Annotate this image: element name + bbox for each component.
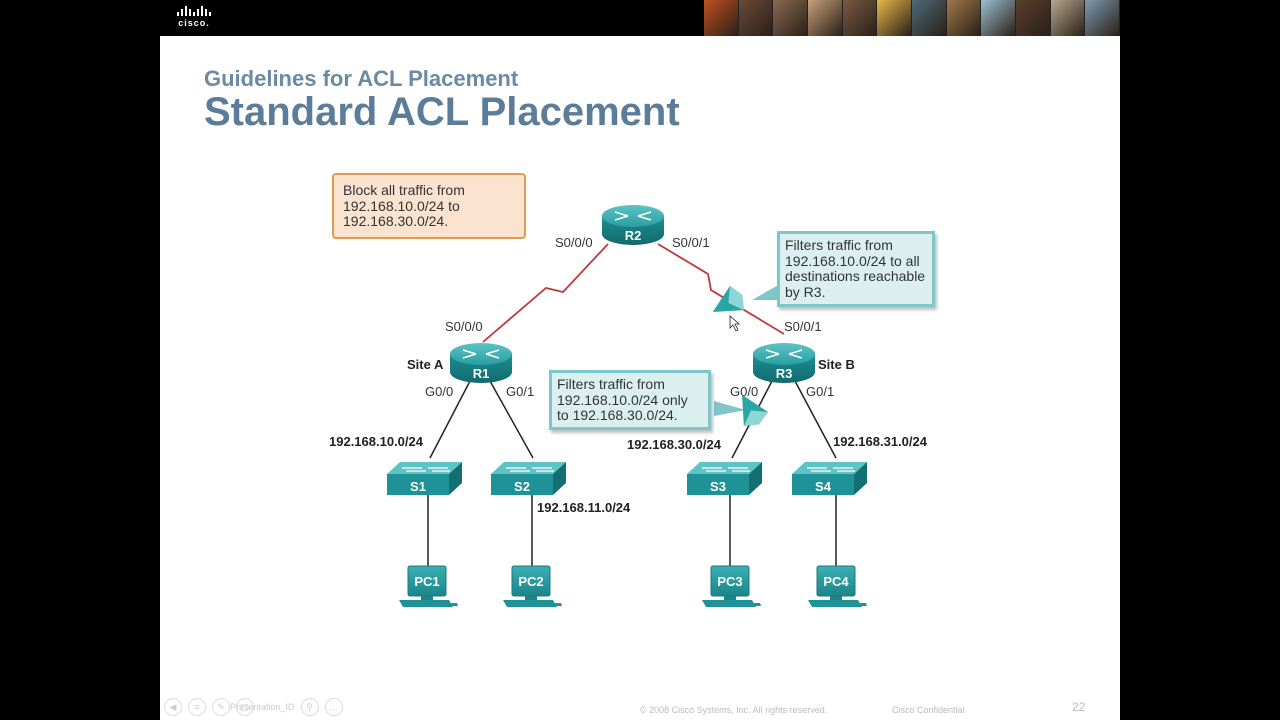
note-r1-pointer <box>714 401 746 416</box>
cisco-bars-icon <box>172 6 216 16</box>
switch-s2-label: S2 <box>514 479 530 494</box>
header-photo <box>704 0 739 36</box>
switch-s4: S4 <box>791 461 868 496</box>
cisco-wordmark: cisco. <box>178 18 210 28</box>
mouse-cursor-icon <box>729 315 741 332</box>
photo-strip <box>704 0 1121 36</box>
link-r1-s2 <box>489 380 534 459</box>
footer-copyright: © 2008 Cisco Systems, Inc. All rights re… <box>640 705 828 715</box>
r3-g00-label: G0/0 <box>730 384 758 399</box>
note-block-traffic: Block all traffic from 192.168.10.0/24 t… <box>332 173 526 239</box>
r2-s001-label: S0/0/1 <box>672 235 710 250</box>
slide-title: Standard ACL Placement <box>204 90 680 134</box>
pc1-label: PC1 <box>414 574 439 589</box>
header-photo <box>842 0 878 36</box>
pen-icon[interactable]: ✎ <box>212 698 230 716</box>
network-s4-label: 192.168.31.0/24 <box>833 434 928 449</box>
site-b-label: Site B <box>818 357 855 372</box>
switch-s4-label: S4 <box>815 479 832 494</box>
slides-icon[interactable]: ▢ <box>236 698 254 716</box>
switch-s3-label: S3 <box>710 479 726 494</box>
r2-s000-label: S0/0/0 <box>555 235 593 250</box>
network-s2-label: 192.168.11.0/24 <box>537 500 631 515</box>
pc3-label: PC3 <box>717 574 742 589</box>
more-icon[interactable]: … <box>324 698 343 716</box>
header-photo <box>981 0 1017 36</box>
header-photo <box>808 0 843 36</box>
link-r3-s4 <box>794 380 837 459</box>
cisco-logo: cisco. <box>172 6 216 30</box>
note-r3-pointer <box>752 284 780 300</box>
router-r3-label: R3 <box>776 366 793 381</box>
top-bar: cisco. <box>0 0 1280 36</box>
header-photo <box>1050 0 1086 36</box>
r1-g01-label: G0/1 <box>506 384 534 399</box>
r1-g00-label: G0/0 <box>425 384 453 399</box>
acl-filter-r3-icon <box>705 282 750 325</box>
header-photo <box>912 0 947 36</box>
switch-s2: S2 <box>490 461 567 496</box>
site-a-label: Site A <box>407 357 444 372</box>
r3-s001-label: S0/0/1 <box>784 319 822 334</box>
note-r3-filter: Filters traffic from 192.168.10.0/24 to … <box>777 231 935 307</box>
network-diagram: R2 R1 R3 S1 S2 S3 S4 PC1 <box>329 204 928 608</box>
prev-slide-icon[interactable]: ◀ <box>164 698 182 716</box>
serial-link-r2-r1 <box>482 243 609 343</box>
player-controls: ◀ ≡ ✎ ▢ Presentation_ID ⚲ … <box>164 698 343 716</box>
header-photo <box>738 0 774 36</box>
page-number: 22 <box>1072 700 1086 714</box>
presentation-id-label: Presentation_ID <box>230 702 295 712</box>
header-photo <box>1085 0 1121 36</box>
pc-pc2: PC2 <box>502 565 563 608</box>
header-photo <box>1016 0 1051 36</box>
menu-icon[interactable]: ≡ <box>188 698 206 716</box>
pc4-label: PC4 <box>823 574 849 589</box>
footer-confidential: Cisco Confidential <box>892 705 965 715</box>
r3-g01-label: G0/1 <box>806 384 834 399</box>
pc-pc4: PC4 <box>807 565 868 608</box>
router-r1-label: R1 <box>473 366 490 381</box>
slide-subtitle: Guidelines for ACL Placement <box>204 66 519 91</box>
router-r2: R2 <box>601 204 665 246</box>
header-photo <box>773 0 809 36</box>
pc2-label: PC2 <box>518 574 543 589</box>
switch-s1: S1 <box>386 461 463 496</box>
switch-s1-label: S1 <box>410 479 426 494</box>
router-r3: R3 <box>752 342 816 384</box>
note-r1-filter: Filters traffic from 192.168.10.0/24 onl… <box>549 370 711 430</box>
router-r1: R1 <box>449 342 513 384</box>
r1-s000-label: S0/0/0 <box>445 319 483 334</box>
slide: Guidelines for ACL Placement Standard AC… <box>160 36 1120 720</box>
network-s1-label: 192.168.10.0/24 <box>329 434 424 449</box>
zoom-icon[interactable]: ⚲ <box>300 698 319 716</box>
network-s3-label: 192.168.30.0/24 <box>627 437 722 452</box>
pc-pc1: PC1 <box>398 565 459 608</box>
switch-s3: S3 <box>686 461 763 496</box>
link-r1-s1 <box>429 380 471 459</box>
header-photo <box>877 0 913 36</box>
pc-pc3: PC3 <box>701 565 762 608</box>
router-r2-label: R2 <box>625 228 642 243</box>
serial-link-r2-r3 <box>657 243 785 335</box>
header-photo <box>946 0 982 36</box>
